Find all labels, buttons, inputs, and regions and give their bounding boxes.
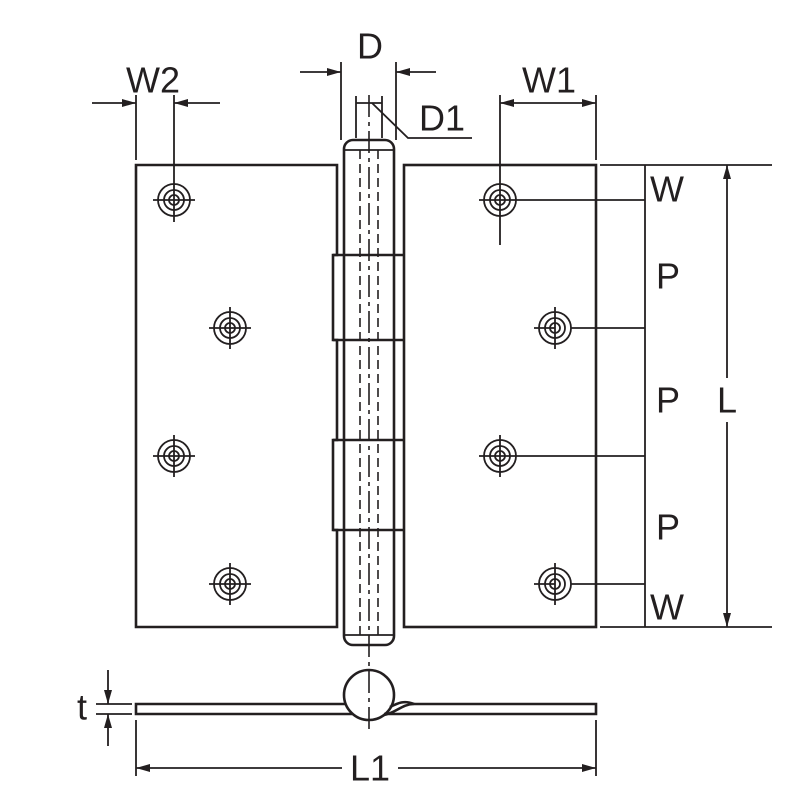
dimension-label-p-3: P — [656, 507, 680, 548]
dimension-label-t: t — [77, 687, 87, 728]
screw-hole — [534, 307, 572, 349]
dimension-label-p-2: P — [656, 380, 680, 421]
screw-hole — [209, 307, 251, 349]
dimension-t — [96, 670, 132, 746]
dimension-d1 — [355, 96, 472, 139]
screw-hole — [534, 563, 572, 605]
dimension-label-w1: W1 — [522, 60, 576, 101]
left-leaf — [134, 163, 339, 629]
dimension-l1 — [135, 720, 597, 776]
dimension-label-d1: D1 — [419, 98, 465, 139]
dimension-d — [300, 62, 436, 140]
dimension-w1 — [499, 95, 597, 245]
dimension-label-d: D — [357, 26, 383, 67]
dimension-w2 — [92, 95, 220, 222]
dimension-label-w2: W2 — [126, 60, 180, 101]
dimension-label-w-top: W — [650, 169, 684, 210]
screw-hole — [153, 435, 195, 477]
hole-pitch-lines — [500, 164, 772, 628]
dimension-label-p-1: P — [656, 256, 680, 297]
hinge-profile — [134, 668, 598, 722]
screw-hole — [209, 563, 251, 605]
dimension-label-w-bottom: W — [650, 587, 684, 628]
dimension-label-l: L — [717, 380, 737, 421]
dimension-label-l1: L1 — [350, 748, 390, 789]
